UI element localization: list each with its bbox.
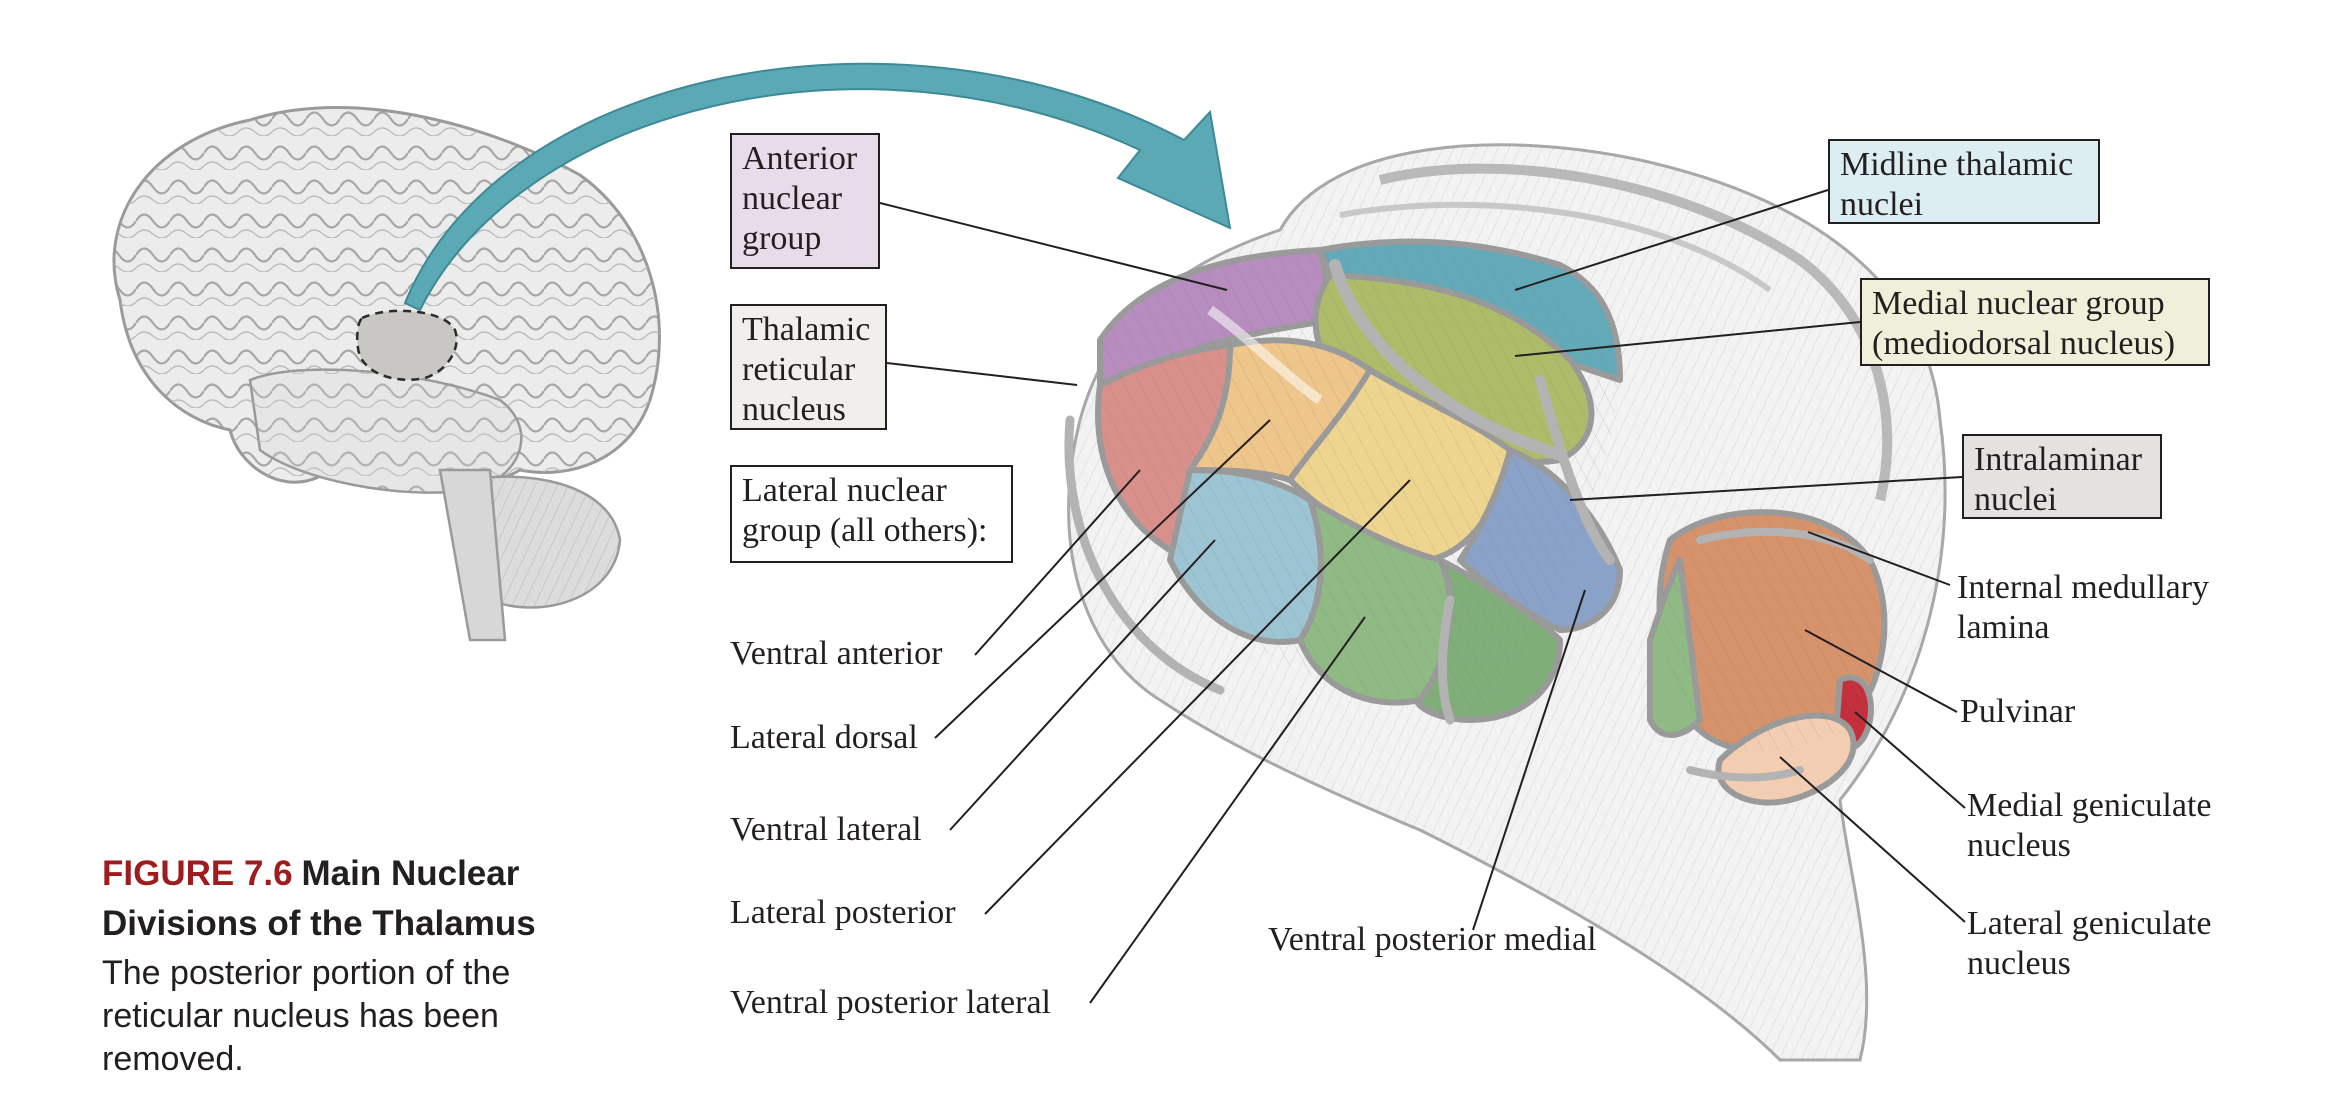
label-internal-medullary-lamina: Internal medullary lamina — [1957, 568, 2209, 648]
caption-heading: FIGURE 7.6 Main Nuclear Divisions of the… — [102, 852, 582, 952]
label-line: nuclear — [742, 180, 843, 217]
label-lateral-nuclear-group: Lateral nuclear group (all others): — [730, 465, 1013, 563]
leader-vpm — [1472, 589, 1586, 931]
label-line: Lateral nuclear — [742, 472, 947, 509]
label-anterior-nuclear-group: Anterior nuclear group — [730, 133, 880, 269]
label-line: nuclei — [1840, 186, 1924, 223]
lamina-bands — [1064, 259, 1874, 782]
label-line: Internal medullary — [1957, 569, 2210, 606]
leader-medial — [1514, 321, 1861, 357]
label-line: Medial nuclear group — [1872, 285, 2165, 322]
label-ventral-lateral: Ventral lateral — [730, 811, 922, 848]
leader-medial-geniculate — [1854, 711, 1966, 809]
label-ventral-posterior-medial: Ventral posterior medial — [1268, 921, 1597, 958]
label-lateral-dorsal: Lateral dorsal — [730, 719, 918, 756]
leader-lateral-geniculate — [1779, 756, 1966, 923]
label-line: group (all others): — [742, 512, 988, 549]
leader-ventral-anterior — [974, 469, 1141, 656]
leader-midline — [1514, 189, 1829, 291]
arrow — [403, 62, 1232, 312]
label-line: Lateral geniculate — [1967, 905, 2212, 942]
brainstem — [438, 468, 507, 642]
label-line: Midline thalamic — [1840, 146, 2074, 183]
label-line: nucleus — [1967, 827, 2071, 864]
label-thalamic-reticular-nucleus: Thalamic reticular nucleus — [730, 304, 887, 430]
label-line: reticular — [742, 351, 856, 388]
label-line: Medial geniculate — [1967, 787, 2212, 824]
figure-caption: FIGURE 7.6 Main Nuclear Divisions of the… — [102, 852, 582, 1081]
thalamus-location-marker — [355, 309, 458, 381]
label-lateral-geniculate-nucleus: Lateral geniculate nucleus — [1967, 904, 2211, 984]
figure-title: Main Nuclear Divisions of the Thalamus — [102, 854, 536, 943]
label-lateral-posterior: Lateral posterior — [730, 894, 956, 931]
leader-lines — [879, 189, 1966, 1004]
label-medial-geniculate-nucleus: Medial geniculate nucleus — [1967, 786, 2212, 866]
label-line: Thalamic — [742, 311, 871, 348]
label-medial-nuclear-group: Medial nuclear group (mediodorsal nucleu… — [1860, 278, 2210, 366]
label-line: nuclei — [1974, 481, 2058, 518]
label-line: Intralaminar — [1974, 441, 2143, 478]
label-line: lamina — [1957, 609, 2050, 646]
label-ventral-posterior-lateral: Ventral posterior lateral — [730, 984, 1051, 1021]
figure-number: FIGURE 7.6 — [102, 854, 293, 893]
leader-ventral-lateral — [949, 539, 1216, 831]
leader-lateral-posterior — [984, 479, 1411, 915]
label-line: group — [742, 220, 822, 257]
leader-internal-medullary — [1807, 531, 1951, 586]
leader-pulvinar — [1804, 629, 1958, 713]
leader-intralaminar — [1569, 476, 1963, 501]
label-line: nucleus — [742, 391, 846, 428]
leader-lateral-dorsal — [934, 419, 1271, 739]
leader-vpl — [1089, 616, 1366, 1004]
label-ventral-anterior: Ventral anterior — [730, 635, 943, 672]
leader-anterior — [879, 202, 1228, 291]
label-intralaminar-nuclei: Intralaminar nuclei — [1962, 434, 2162, 519]
label-line: Anterior — [742, 140, 858, 177]
label-pulvinar: Pulvinar — [1960, 693, 2076, 730]
leader-reticular — [886, 362, 1078, 386]
small-brain — [112, 106, 661, 642]
label-midline-thalamic-nuclei: Midline thalamic nuclei — [1828, 139, 2100, 224]
label-line: nucleus — [1967, 945, 2071, 982]
label-line: (mediodorsal nucleus) — [1872, 325, 2176, 362]
nuclei-texture — [1097, 247, 1885, 752]
caption-text: The posterior portion of the reticular n… — [102, 954, 511, 1078]
